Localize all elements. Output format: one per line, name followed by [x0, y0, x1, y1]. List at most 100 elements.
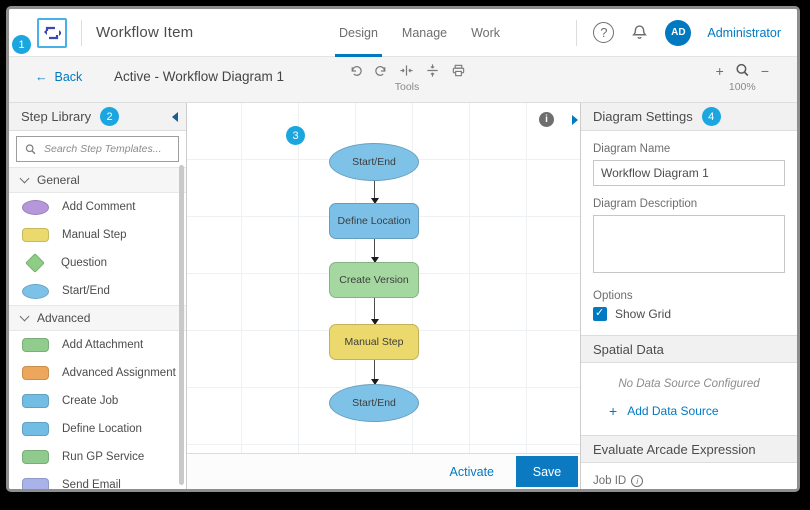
chevron-down-icon [19, 173, 30, 184]
step-library-header: Step Library 2 [9, 103, 186, 131]
step-template-label: Manual Step [62, 229, 127, 241]
tab-manage[interactable]: Manage [401, 26, 448, 40]
step-template-run-gp-service[interactable]: Run GP Service [9, 443, 186, 471]
expand-panel-icon[interactable] [572, 115, 578, 125]
checkbox-checked-icon[interactable] [593, 306, 607, 321]
step-template-label: Add Attachment [62, 339, 144, 351]
back-arrow-icon: ← [35, 70, 48, 84]
activate-button[interactable]: Activate [449, 464, 494, 479]
step-shape-rect [22, 394, 49, 408]
sidebar-scrollbar[interactable] [179, 165, 184, 485]
node-manual-step[interactable]: Manual Step [329, 324, 419, 360]
print-icon[interactable] [450, 61, 467, 79]
avatar[interactable]: AD [665, 19, 692, 46]
step-shape-rect [22, 366, 49, 380]
zoom-cluster: + − 100% [715, 62, 769, 94]
step-template-label: Define Location [62, 423, 142, 435]
step-template-create-job[interactable]: Create Job [9, 387, 186, 415]
divider [81, 19, 82, 46]
section-advanced[interactable]: Advanced [9, 305, 186, 331]
plus-icon: + [609, 403, 618, 419]
connector-arrow [370, 239, 379, 263]
step-template-start-end[interactable]: Start/End [9, 277, 186, 305]
callout-2: 2 [100, 107, 120, 126]
zoom-in-button[interactable]: + [715, 62, 724, 79]
workflow-loop-icon [43, 24, 61, 42]
back-button[interactable]: ← Back [35, 70, 82, 84]
spatial-data-title: Spatial Data [593, 341, 664, 357]
undo-icon[interactable] [347, 61, 364, 79]
info-icon[interactable]: i [631, 475, 644, 487]
help-icon[interactable]: ? [593, 22, 615, 43]
user-name[interactable]: Administrator [707, 25, 781, 40]
diagram-name-input[interactable] [593, 160, 785, 186]
diagram-toolbar: ← Back Active - Workflow Diagram 1 [9, 57, 797, 103]
tab-work[interactable]: Work [471, 26, 501, 40]
section-general[interactable]: General [9, 167, 186, 193]
node-label: Start/End [352, 156, 396, 168]
diagram-name-label: Diagram Name [593, 143, 671, 155]
diagram-canvas[interactable]: 3 i Start/End Define Location Create Ver… [187, 103, 580, 489]
step-template-label: Start/End [62, 285, 110, 297]
step-template-advanced-assignment[interactable]: Advanced Assignment [9, 359, 186, 387]
tab-design[interactable]: Design [335, 9, 382, 57]
diagram-settings-title: Diagram Settings [593, 109, 693, 124]
align-horizontal-icon[interactable] [399, 61, 416, 79]
align-vertical-icon[interactable] [424, 61, 441, 79]
callout-1: 1 [12, 35, 31, 54]
step-shape-rect [22, 338, 49, 352]
show-grid-toggle[interactable]: Show Grid [593, 306, 785, 321]
node-label: Create Version [339, 274, 409, 286]
diagram-settings-panel: Diagram Settings 4 Diagram Name Diagram … [580, 103, 797, 489]
bell-icon[interactable] [630, 23, 649, 42]
search-input[interactable] [44, 143, 171, 155]
step-template-send-email[interactable]: Send Email [9, 471, 186, 489]
node-define-location[interactable]: Define Location [329, 203, 419, 239]
arcade-expression-header: Evaluate Arcade Expression [581, 435, 797, 463]
step-shape-diamond [25, 253, 45, 273]
step-template-manual-step[interactable]: Manual Step [9, 221, 186, 249]
diagram-description-input[interactable] [593, 215, 785, 273]
step-template-label: Create Job [62, 395, 119, 407]
node-create-version[interactable]: Create Version [329, 262, 419, 298]
tools-cluster: Tools [347, 61, 467, 93]
chevron-down-icon [19, 311, 30, 322]
node-end[interactable]: Start/End [329, 384, 419, 422]
app-window: 1 Workflow Item Design Manage Work ? [6, 6, 800, 492]
step-shape-rect [22, 422, 49, 436]
connector-arrow [370, 181, 379, 204]
magnifier-icon[interactable] [734, 62, 751, 79]
step-library-title: Step Library [21, 109, 92, 124]
node-label: Manual Step [344, 336, 404, 348]
connector-arrow [370, 360, 379, 385]
node-label: Start/End [352, 397, 396, 409]
zoom-out-button[interactable]: − [760, 62, 769, 79]
diagram-settings-header: Diagram Settings 4 [581, 103, 797, 131]
main-tabs: Design Manage Work [335, 9, 501, 57]
app-logo[interactable] [37, 17, 67, 48]
callout-3: 3 [286, 126, 305, 145]
node-start[interactable]: Start/End [329, 143, 419, 181]
breadcrumb: Active - Workflow Diagram 1 [114, 69, 285, 84]
add-data-source-button[interactable]: + Add Data Source [609, 403, 785, 419]
collapse-panel-icon[interactable] [172, 111, 178, 122]
add-data-source-label: Add Data Source [627, 404, 719, 418]
step-library-panel: Step Library 2 General Add Comment [9, 103, 187, 489]
save-button[interactable]: Save [516, 456, 578, 487]
redo-icon[interactable] [373, 61, 390, 79]
step-template-label: Run GP Service [62, 451, 145, 463]
step-template-add-attachment[interactable]: Add Attachment [9, 331, 186, 359]
step-template-question[interactable]: Question [9, 249, 186, 277]
divider [576, 19, 578, 46]
step-template-label: Add Comment [62, 201, 136, 213]
step-template-add-comment[interactable]: Add Comment [9, 193, 186, 221]
zoom-level: 100% [728, 81, 756, 93]
step-template-label: Send Email [62, 479, 121, 489]
step-shape-rect [22, 228, 49, 242]
section-label: General [37, 173, 80, 187]
step-template-label: Advanced Assignment [62, 367, 176, 379]
info-icon[interactable]: i [539, 112, 554, 127]
page-title: Workflow Item [96, 24, 194, 41]
node-label: Define Location [337, 215, 411, 227]
step-template-define-location[interactable]: Define Location [9, 415, 186, 443]
